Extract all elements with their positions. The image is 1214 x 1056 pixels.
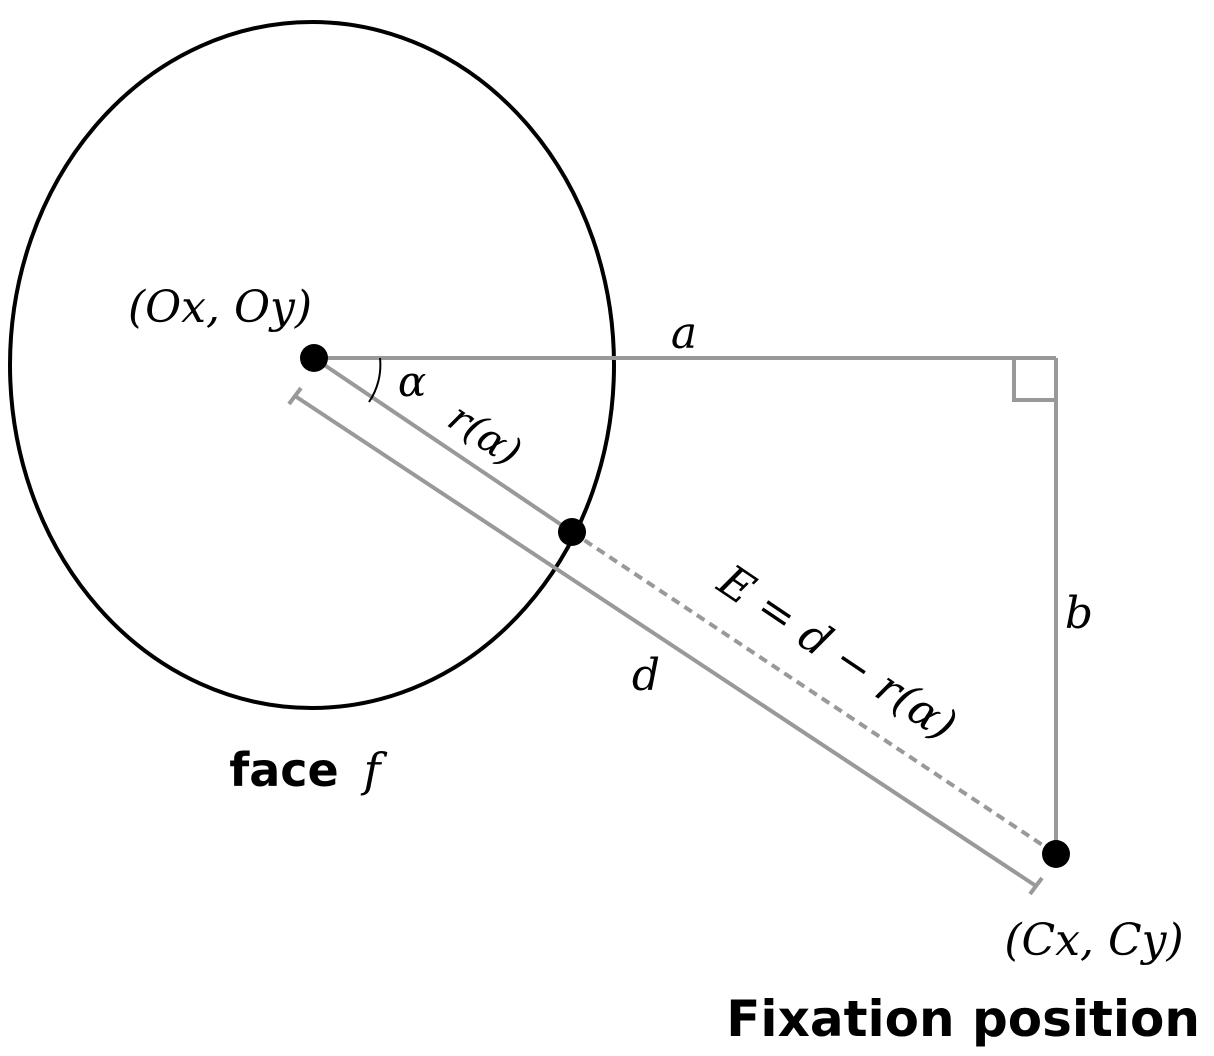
radius-line	[312, 356, 574, 534]
angle-label: α	[398, 357, 426, 406]
distance-line-start-cap	[287, 386, 303, 406]
origin-point-label: (Ox, Oy)	[128, 282, 312, 333]
origin-point	[300, 344, 328, 372]
right-angle-marker	[1012, 358, 1056, 402]
fixation-point	[1042, 840, 1070, 868]
radius-label: r(α)	[440, 394, 530, 475]
distance-line-end-cap	[1028, 876, 1044, 896]
distance-line	[293, 394, 1038, 888]
face-word-label: face	[229, 743, 339, 797]
fixation-caption: Fixation position	[726, 990, 1200, 1048]
fixation-point-label: (Cx, Cy)	[1004, 915, 1183, 966]
error-dashed-line	[570, 530, 1058, 856]
face-ellipse	[8, 20, 616, 710]
boundary-point	[558, 518, 586, 546]
side-a-label: a	[671, 308, 697, 359]
side-b-label: b	[1065, 588, 1093, 639]
distance-label: d	[632, 650, 660, 701]
angle-arc	[368, 357, 382, 403]
face-symbol-label: f	[360, 743, 387, 797]
error-label: E = d − r(α)	[708, 555, 965, 752]
